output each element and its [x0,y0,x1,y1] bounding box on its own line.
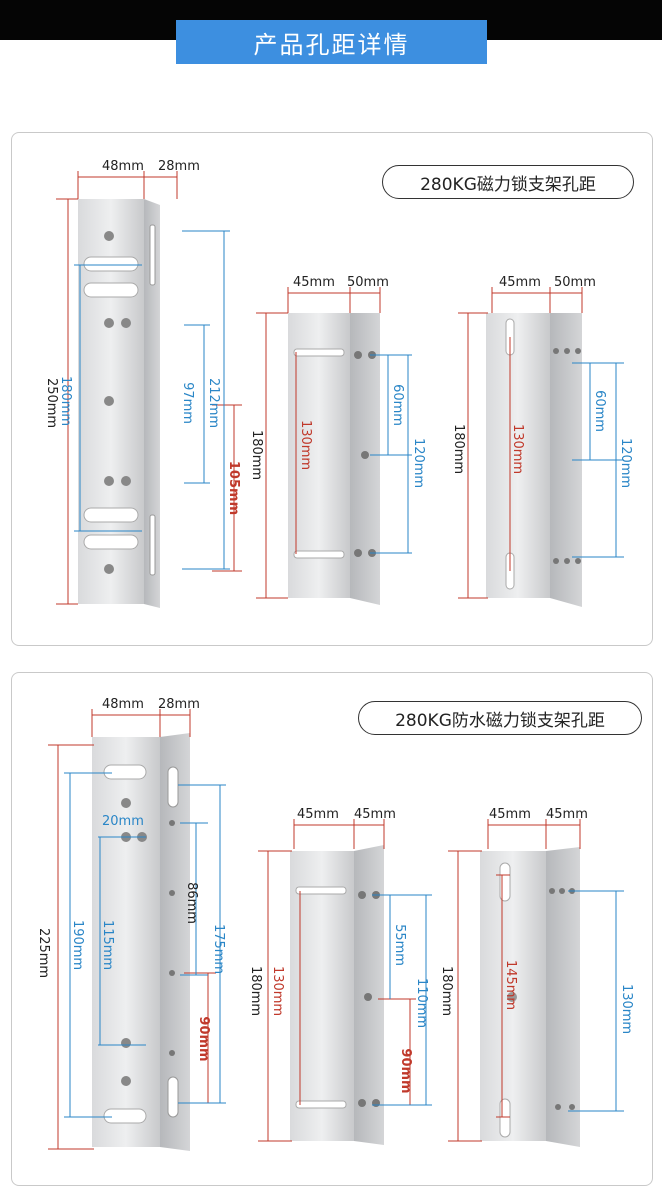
dim-label: 130mm [298,420,313,470]
bracket-1-image [78,199,160,608]
dim-label: 48mm [102,159,144,174]
panel-280kg-waterproof-bracket: 280KG防水磁力锁支架孔距 [11,672,653,1186]
dim-label: 55mm [392,924,407,966]
bracket-1-image [92,733,190,1151]
dim-label: 190mm [70,920,85,970]
dim-label: 180mm [439,966,454,1016]
panel-caption: 280KG防水磁力锁支架孔距 [358,701,642,735]
dim-label: 60mm [390,384,405,426]
dim-label: 90mm [196,1016,211,1061]
dim-label: 50mm [554,275,596,290]
dim-label: 28mm [158,159,200,174]
dim-label: 105mm [226,461,241,515]
bracket-2-image [288,313,380,605]
dim-label: 110mm [414,978,429,1028]
dim-label: 45mm [293,275,335,290]
page-title: 产品孔距详情 [176,20,487,64]
dim-label: 115mm [100,920,115,970]
dim-label: 45mm [546,807,588,822]
dim-label: 97mm [180,382,195,424]
dim-label: 50mm [347,275,389,290]
panel-280kg-bracket: 280KG磁力锁支架孔距 [11,132,653,646]
dim-label: 250mm [44,378,59,428]
panel-caption: 280KG磁力锁支架孔距 [382,165,634,199]
dim-label: 120mm [411,438,426,488]
dim-label: 130mm [619,984,634,1034]
dim-label: 86mm [184,882,199,924]
dim-label: 90mm [398,1048,413,1093]
dim-label: 45mm [354,807,396,822]
bracket-3-image [480,847,580,1147]
dim-label: 175mm [211,924,226,974]
dim-label: 180mm [248,966,263,1016]
dim-label: 130mm [270,966,285,1016]
dim-label: 28mm [158,697,200,712]
dim-label: 145mm [503,960,518,1010]
dim-label: 180mm [249,430,264,480]
dim-label: 45mm [499,275,541,290]
dim-label: 48mm [102,697,144,712]
panel1-drawing: 48mm 28mm 250mm 180mm 97mm 212mm 105mm 4… [44,159,633,608]
panel2-drawing: 48mm 28mm 225mm 190mm 20mm 115mm 86mm 17… [36,697,634,1151]
dim-label: 60mm [592,390,607,432]
dim-label: 180mm [451,424,466,474]
bracket-2-image [290,845,384,1145]
dim-label: 130mm [510,424,525,474]
dim-label: 45mm [489,807,531,822]
dim-label: 212mm [206,378,221,428]
dim-label: 45mm [297,807,339,822]
dim-label: 180mm [58,376,73,426]
bracket-3-image [486,313,582,607]
dim-label: 20mm [102,814,144,829]
dim-label: 120mm [618,438,633,488]
dim-label: 225mm [36,928,51,978]
